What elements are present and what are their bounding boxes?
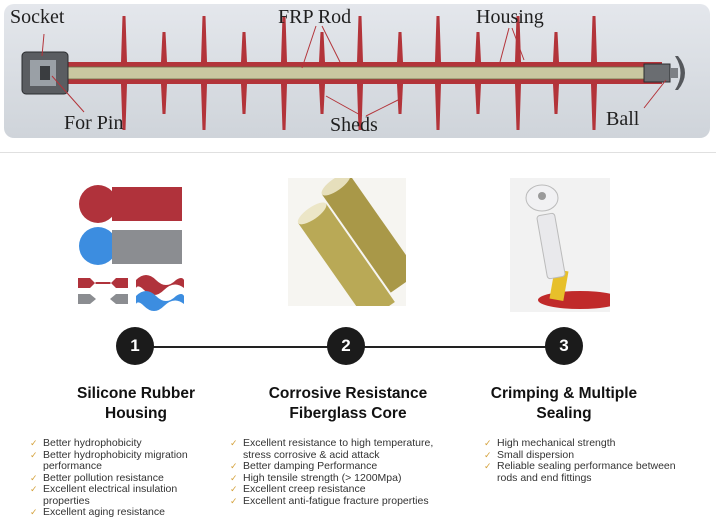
step-2-feature-list: Excellent resistance to high temperature… [230, 437, 462, 508]
feature-item: Excellent aging resistance [30, 506, 220, 519]
step-3-feature-list: High mechanical strength Small dispersio… [484, 437, 680, 484]
shed-fin [241, 32, 247, 114]
feature-item: Better hydrophobicity migration performa… [30, 449, 220, 473]
frp-rod-core [65, 66, 659, 80]
feature-item: Better pollution resistance [30, 472, 220, 485]
shed-fin [161, 32, 167, 114]
leader-lines [41, 25, 667, 117]
feature-item: Excellent anti-fatigue fracture properti… [230, 495, 462, 508]
silicone-rubber-samples-illustration [78, 185, 184, 311]
feature-item: Excellent resistance to high temperature… [230, 437, 462, 461]
step-3-title: Crimping & Multiple Sealing [490, 385, 638, 422]
feature-item: Better damping Performance [230, 460, 462, 473]
shed-fin [201, 16, 207, 130]
shed-fin [591, 16, 597, 130]
shed-fin [319, 32, 325, 114]
step-3-badge: 3 [545, 327, 583, 365]
sheds-group [121, 16, 597, 130]
feature-item: Excellent electrical insulation properti… [30, 483, 220, 507]
fiberglass-core-illustration [288, 178, 406, 306]
shed-fin [397, 32, 403, 114]
ball-label: Ball [606, 108, 640, 130]
step-1-title: Silicone Rubber Housing [77, 385, 195, 422]
shed-fin [121, 16, 127, 130]
step-1-feature-list: Better hydrophobicity Better hydrophobic… [30, 437, 220, 519]
socket-label: Socket [10, 6, 65, 28]
insulator-cross-section-panel: Socket FRP Rod Housing For Pin Sheds Bal… [4, 4, 710, 138]
shed-fin [357, 16, 363, 130]
feature-item: High mechanical strength [484, 437, 680, 450]
insulator-cross-section-drawing [21, 16, 685, 130]
feature-item: Reliable sealing performance between rod… [484, 460, 680, 484]
sheds-label: Sheds [330, 114, 378, 136]
socket-fitting [21, 51, 69, 95]
frp-rod-label: FRP Rod [278, 6, 352, 28]
section-divider [0, 152, 716, 153]
step-2-title: Corrosive Resistance Fiberglass Core [268, 385, 428, 422]
ball-fitting [643, 56, 685, 90]
shed-fin [553, 32, 559, 114]
step-1-badge: 1 [116, 327, 154, 365]
crimping-end-fitting-illustration [510, 178, 610, 312]
feature-item: Small dispersion [484, 449, 680, 462]
feature-item: Better hydrophobicity [30, 437, 220, 450]
shed-fin [435, 16, 441, 130]
shed-fin [475, 32, 481, 114]
shed-fin [515, 16, 521, 130]
housing-label: Housing [476, 6, 544, 28]
feature-item: High tensile strength (> 1200Mpa) [230, 472, 462, 485]
for-pin-label: For Pin [64, 112, 124, 134]
shed-fin [281, 16, 287, 130]
feature-item: Excellent creep resistance [230, 483, 462, 496]
step-2-badge: 2 [327, 327, 365, 365]
